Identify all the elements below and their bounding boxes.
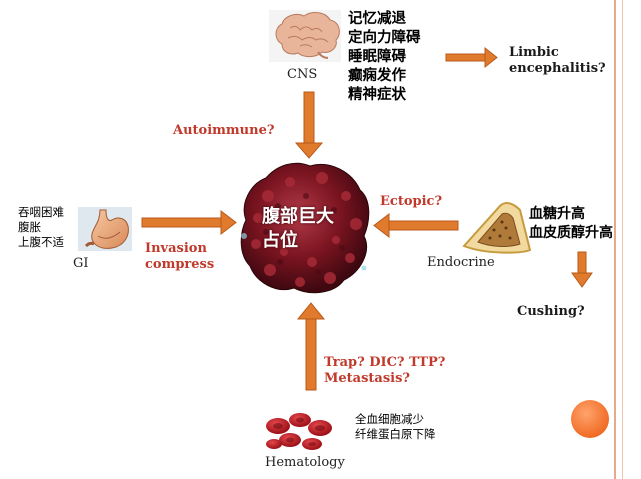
hematology-symptom-1: 全血细胞减少 [355, 412, 424, 426]
slide-right-border-thin [622, 0, 623, 479]
stomach-icon [78, 207, 132, 251]
gi-label: GI [73, 256, 89, 271]
cns-label: CNS [287, 67, 318, 82]
cns-outcome: Limbic encephalitis? [509, 45, 606, 77]
cns-arrow-label: Autoimmune? [173, 123, 275, 138]
gi-arrow-label: Invasion compress [145, 241, 214, 273]
cns-outcome-line-1: Limbic [509, 45, 559, 60]
hematology-arrow-label-line-1: Trap? DIC? TTP? [324, 355, 446, 370]
gi-arrow-label-line-2: compress [145, 257, 215, 272]
endocrine-symptom-1: 血糖升高 [529, 206, 585, 222]
tumor-label-line-1: 腹部巨大 [262, 206, 334, 227]
arrow-cns-to-tumor [294, 91, 324, 159]
endocrine-symptom-2: 血皮质醇升高 [529, 225, 613, 241]
cns-symptom-3: 睡眠障碍 [348, 49, 406, 65]
endocrine-arrow-label: Ectopic? [380, 194, 443, 209]
arrow-endocrine-to-tumor [373, 212, 459, 239]
gi-arrow-label-line-1: Invasion [145, 241, 207, 256]
gi-symptom-2: 腹胀 [18, 220, 41, 234]
cns-symptom-1: 记忆减退 [348, 11, 406, 27]
arrow-gi-to-tumor [141, 209, 237, 236]
red-blood-cells-icon [266, 413, 332, 450]
cns-outcome-line-2: encephalitis? [509, 61, 606, 76]
slide-right-border [614, 0, 616, 479]
hematology-arrow-label: Trap? DIC? TTP? Metastasis? [324, 355, 445, 387]
hematology-symptom-2: 纤维蛋白原下降 [355, 427, 436, 441]
endocrine-label: Endocrine [427, 255, 495, 270]
arrow-cns-to-limbic [445, 46, 498, 69]
cns-symptom-5: 精神症状 [348, 87, 406, 103]
endocrine-outcome: Cushing? [517, 304, 585, 319]
hematology-symptom-list: 全血细胞减少 纤维蛋白原下降 [355, 412, 436, 442]
hematology-arrow-label-line-2: Metastasis? [324, 371, 411, 386]
arrow-endocrine-to-cushing [571, 251, 593, 288]
adrenal-gland-icon [462, 202, 532, 254]
cns-symptom-4: 癫痫发作 [348, 68, 406, 84]
gi-symptom-list: 吞咽困难 腹胀 上腹不适 [18, 205, 64, 250]
gi-symptom-1: 吞咽困难 [18, 205, 64, 219]
hematology-label: Hematology [265, 455, 345, 470]
decorative-orange-dot [571, 400, 609, 438]
tumor-mass-icon [240, 162, 370, 294]
arrow-hematology-to-tumor [296, 302, 326, 391]
brain-icon [269, 10, 341, 62]
tumor-label-line-2: 占位 [262, 230, 298, 251]
gi-symptom-3: 上腹不适 [18, 235, 64, 249]
endocrine-symptom-list: 血糖升高 血皮质醇升高 [529, 205, 613, 243]
cns-symptom-list: 记忆减退 定向力障碍 睡眠障碍 癫痫发作 精神症状 [348, 10, 421, 105]
cns-symptom-2: 定向力障碍 [348, 30, 421, 46]
tumor-label: 腹部巨大 占位 [262, 205, 334, 253]
